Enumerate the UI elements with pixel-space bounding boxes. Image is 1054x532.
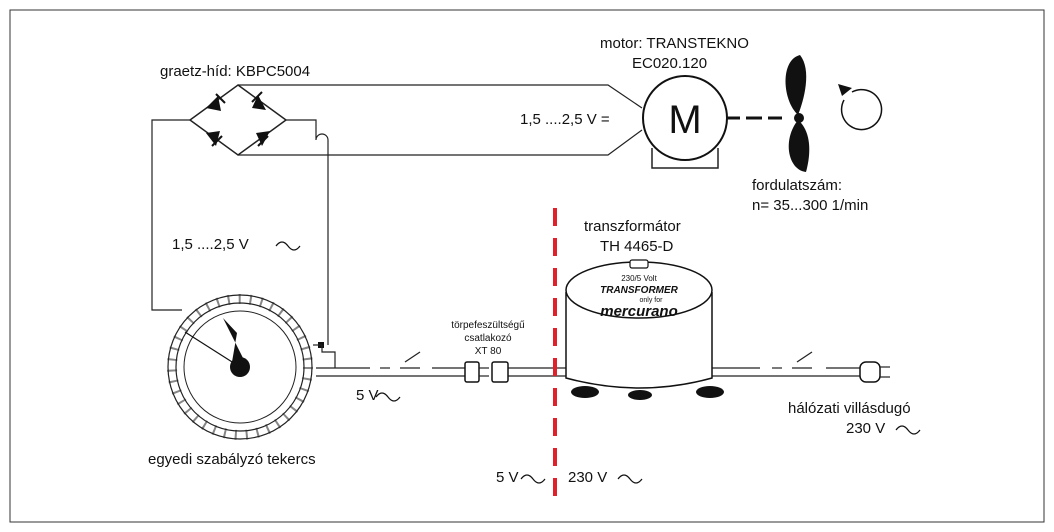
fan-propeller-icon xyxy=(785,55,810,172)
divider-right-voltage: 230 V xyxy=(568,469,607,486)
transformer-body-line3: only for xyxy=(640,297,664,304)
ac-wave-icon xyxy=(275,241,301,251)
switch-mains-side xyxy=(796,351,813,363)
connector-line3: XT 80 xyxy=(475,346,502,357)
bridge-rectifier xyxy=(188,84,288,156)
regulator-coil xyxy=(167,294,313,440)
rotation-arrow-icon xyxy=(838,84,883,131)
wires xyxy=(151,84,860,377)
diode-top-left xyxy=(206,93,226,111)
fan-speed-line2: n= 35...300 1/min xyxy=(752,197,868,214)
connector-line2: csatlakozó xyxy=(464,333,512,344)
mains-plug-icon xyxy=(859,361,890,383)
bridge-label: graetz-híd: KBPC5004 xyxy=(160,63,310,80)
transformer-label-line2: TH 4465-D xyxy=(600,238,674,255)
transformer-body-line1: 230/5 Volt xyxy=(621,274,657,283)
coil-label: egyedi szabályzó tekercs xyxy=(148,451,316,468)
motor-label-line1: motor: TRANSTEKNO xyxy=(600,35,749,52)
transformer-label-line1: transzformátor xyxy=(584,218,681,235)
transformer-body-line2: TRANSFORMER xyxy=(600,285,679,296)
diagram-border xyxy=(9,9,1045,523)
ac-wave-icon xyxy=(375,392,401,402)
plug-label-line1: hálózati villásdugó xyxy=(788,400,911,417)
diode-bottom-right xyxy=(256,131,270,147)
connector-xt80 xyxy=(464,361,509,383)
connector-line1: törpefeszültségű xyxy=(451,320,525,331)
ac-wave-icon xyxy=(895,425,921,435)
fan-speed-line1: fordulatszám: xyxy=(752,177,842,194)
motor-dc-voltage: 1,5 ....2,5 V = xyxy=(520,111,610,128)
low-side-voltage: 5 V xyxy=(356,387,379,404)
diode-bottom-left xyxy=(206,131,223,147)
diode-top-right xyxy=(251,91,266,110)
transformer xyxy=(565,259,724,400)
motor-letter: M xyxy=(668,98,701,142)
ac-wave-icon xyxy=(617,474,643,484)
motor-label-line2: EC020.120 xyxy=(632,55,707,72)
coil-ac-voltage: 1,5 ....2,5 V xyxy=(172,236,249,253)
motor: M xyxy=(642,75,728,169)
transformer-body-line4: mercurano xyxy=(600,303,678,320)
switch-low-side xyxy=(404,351,421,363)
ac-wave-icon xyxy=(520,474,546,484)
divider-left-voltage: 5 V xyxy=(496,469,519,486)
plug-label-line2: 230 V xyxy=(846,420,885,437)
